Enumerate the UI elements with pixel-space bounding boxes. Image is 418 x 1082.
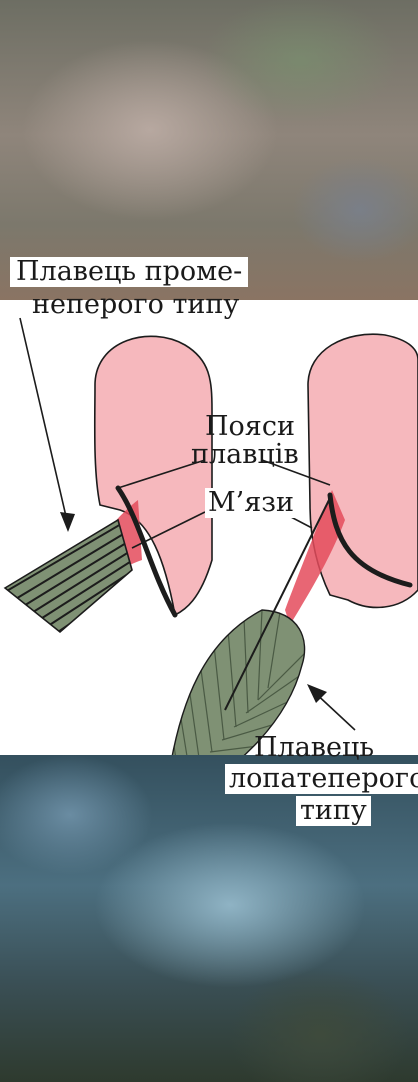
girdles-label-line2: плавців bbox=[191, 440, 299, 470]
muscles-label: М’язи bbox=[205, 488, 297, 518]
lobe-fin-label-line2: лопатеперого bbox=[225, 764, 418, 794]
girdles-label-line1: Пояси bbox=[205, 412, 295, 442]
ray-fin-arrowhead bbox=[60, 512, 75, 532]
lobe-fin-label-line1: Плавець bbox=[254, 733, 374, 763]
lobe-fin-label-line3: типу bbox=[296, 796, 371, 826]
